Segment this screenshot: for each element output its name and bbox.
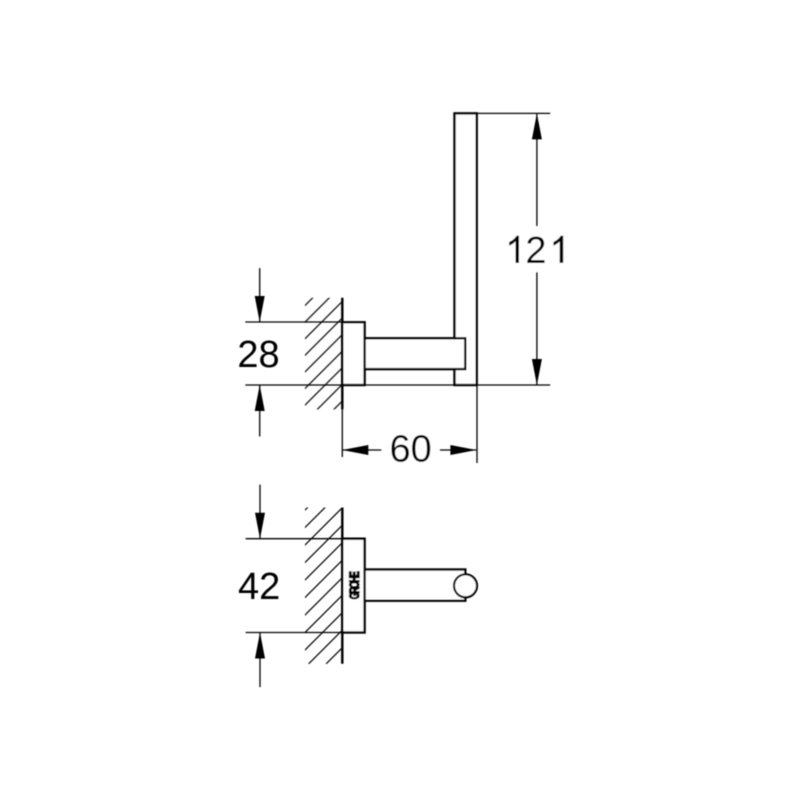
svg-text:42: 42 <box>238 566 280 608</box>
svg-text:28: 28 <box>237 334 279 376</box>
svg-text:GROHE: GROHE <box>348 571 362 599</box>
svg-text:60: 60 <box>389 429 431 471</box>
svg-text:2: 2 <box>525 230 546 272</box>
